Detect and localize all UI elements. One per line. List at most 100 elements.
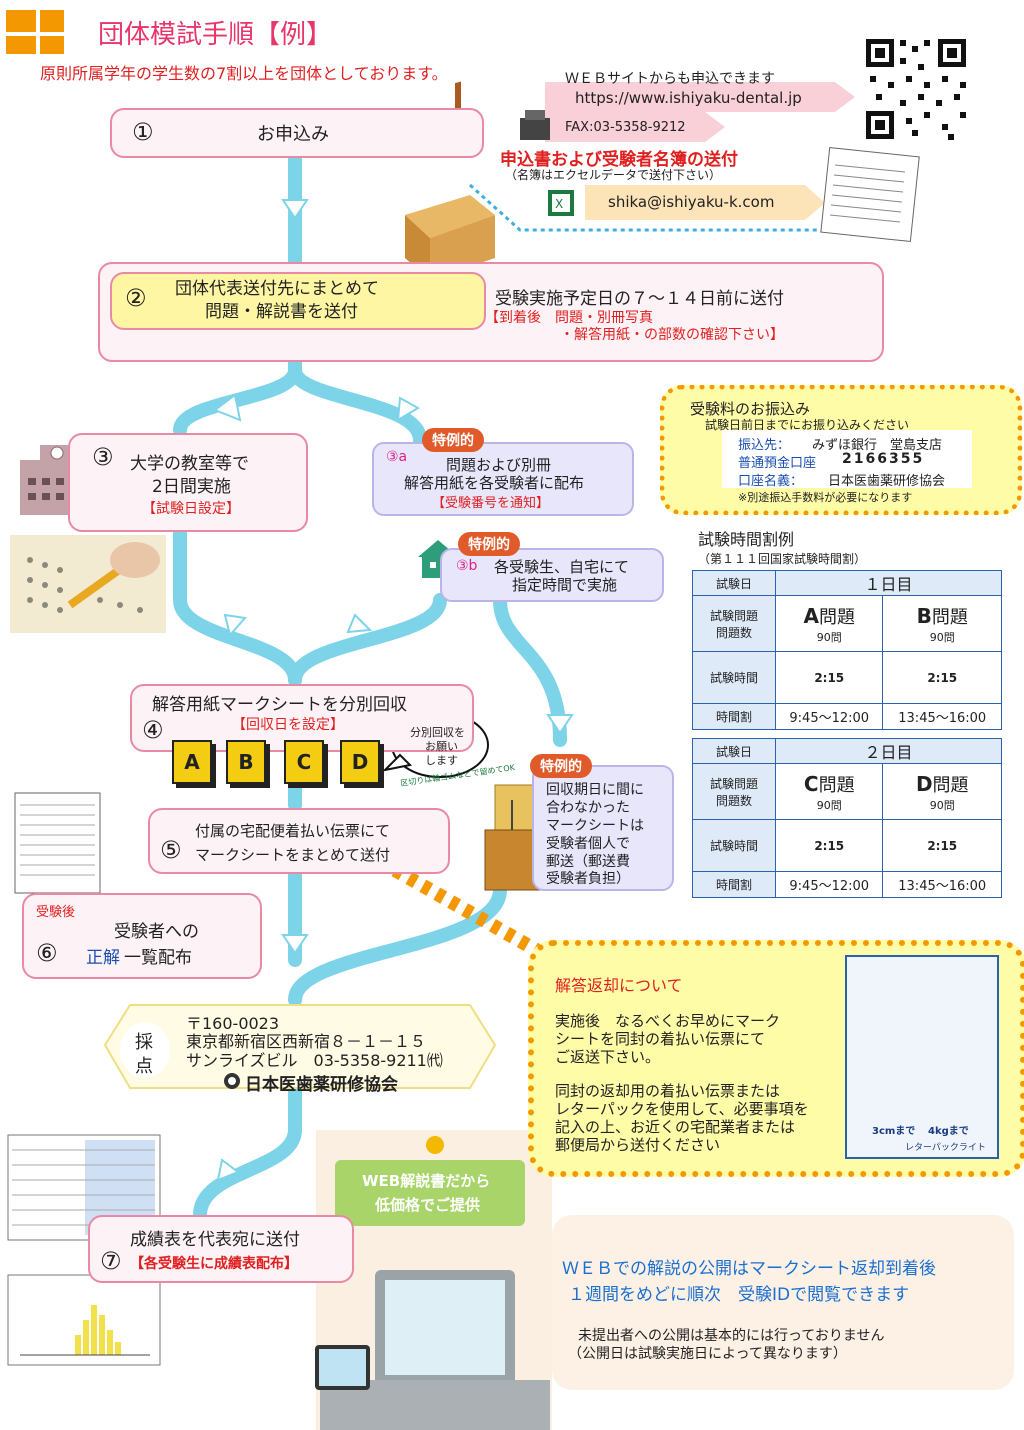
step5-box: 付属の宅配便着払い伝票にて マークシートをまとめて送付 ⑤ xyxy=(148,808,450,874)
payment-note: 試験日前日までにお振り込みください xyxy=(705,418,910,432)
step5-line2: マークシートをまとめて送付 xyxy=(195,846,391,864)
step3-line2: 2日間実施 xyxy=(152,477,231,497)
return-p4: 同封の返却用の着払い伝票または xyxy=(555,1082,781,1100)
step4-number: ④ xyxy=(142,716,164,744)
answer-list-document xyxy=(14,792,101,894)
step3a-note: 【受験番号を通知】 xyxy=(432,496,550,511)
payment-key-3: 口座名義： xyxy=(738,474,804,489)
webnote-line2: １週間をめどに順次 受験IDで閲覧できます xyxy=(568,1285,910,1305)
step3a-box: ③a 問題および別冊 解答用紙を各受験者に配布 【受験番号を通知】 xyxy=(372,442,634,516)
letterpack-brand: レターパックライト xyxy=(905,1143,986,1153)
step4-line1: 解答用紙マークシートを分別回収 xyxy=(152,695,407,715)
late-return-box: 回収期日に間に 合わなかった マークシートは 受験者個人で 郵送（郵送費 受験者… xyxy=(532,765,674,891)
payment-key-1: 振込先： xyxy=(738,438,791,453)
web-label: ＷＥＢサイトからも申込できます xyxy=(565,71,775,87)
late-return-tag: 特例的 xyxy=(530,754,592,778)
day1-row1: 試験問題問題数 xyxy=(692,595,776,652)
day1-dur-b: 2:15 xyxy=(882,651,1002,704)
step5-line1: 付属の宅配便着払い伝票にて xyxy=(195,822,391,840)
bubble-line1: 分別回収を xyxy=(410,726,465,739)
step3b-box: ③b 各受験生、自宅にて 指定時間で実施 xyxy=(440,548,664,602)
step6-box: 受験後 受験者への ⑥ 正解 一覧配布 xyxy=(22,893,262,979)
letterpack-4kg: 4kgまで xyxy=(928,1126,969,1137)
exam-photo xyxy=(10,535,166,633)
step6-line2a: 正解 xyxy=(86,948,120,968)
score-histogram xyxy=(7,1274,161,1366)
sheet-b: B xyxy=(226,740,266,784)
schedule-title: 試験時間割例 xyxy=(698,530,795,549)
step6-number: ⑥ xyxy=(36,939,58,967)
step3b-line1: 各受験生、自宅にて xyxy=(494,558,630,576)
step7-box: 成績表を代表宛に送付 ⑦ 【各受験生に成績表配布】 xyxy=(88,1215,354,1283)
send-title: 申込書および受験者名簿の送付 xyxy=(500,150,738,170)
svg-text:X: X xyxy=(555,197,563,211)
payment-info-box xyxy=(722,430,972,488)
step2-line1: 団体代表送付先にまとめて xyxy=(175,279,379,299)
flow-line-3-4 xyxy=(173,523,302,687)
letterpack-3cm: 3cmまで xyxy=(872,1126,916,1137)
step3-note: 【試験日設定】 xyxy=(142,501,240,517)
step3b-line2: 指定時間で実施 xyxy=(512,576,618,594)
email-link[interactable]: shika@ishiyaku-k.com xyxy=(608,193,775,211)
step2-note1: 受験実施予定日の７～１４日前に送付 xyxy=(495,289,784,309)
return-p5: レターパックを使用して、必要事項を xyxy=(555,1100,809,1118)
webnote-line3: 未提出者への公開は基本的には行っておりません xyxy=(578,1328,885,1344)
sheet-d: D xyxy=(340,740,380,784)
scoring-org: 日本医歯薬研修協会 xyxy=(245,1075,398,1095)
roster-document xyxy=(820,146,920,243)
qr-code xyxy=(862,35,970,143)
step7-note: 【各受験生に成績表配布】 xyxy=(130,1256,298,1272)
scoring-address: 東京都新宿区西新宿８－１－１５ xyxy=(186,1032,427,1051)
step3-number: ③ xyxy=(92,443,114,471)
return-p1: 実施後 なるべくお早めにマーク xyxy=(555,1012,781,1030)
step2-note2: 【到着後 問題・別冊写真 xyxy=(485,310,653,326)
step1-number: ① xyxy=(132,118,154,146)
day2-row3: 時間割 xyxy=(692,871,776,898)
day2-dur-c: 2:15 xyxy=(774,819,884,872)
web-url-link[interactable]: https://www.ishiyaku-dental.jp xyxy=(575,89,802,107)
return-p2: シートを同封の着払い伝票にて xyxy=(555,1030,766,1048)
step3b-number: ③b xyxy=(456,558,478,574)
web-badge-line1: WEB解説書だから xyxy=(362,1172,491,1190)
step2-number: ② xyxy=(125,284,147,312)
step3a-line2: 解答用紙を各受験者に配布 xyxy=(404,474,585,492)
excel-icon: X xyxy=(548,190,574,216)
return-p6: 記入の上、お近くの宅配業者または xyxy=(555,1118,796,1136)
page-title: 団体模試手順【例】 xyxy=(98,20,333,50)
return-title: 解答返却について xyxy=(555,976,683,995)
late-line4: 受験者個人で xyxy=(546,836,630,852)
step6-tag: 受験後 xyxy=(36,905,76,920)
page-subtitle: 原則所属学年の学生数の7割以上を団体としております。 xyxy=(40,64,448,83)
scoring-building: サンライズビル 03-5358-9211㈹ xyxy=(186,1051,443,1070)
step3a-number: ③a xyxy=(386,449,408,465)
day2-dur-d: 2:15 xyxy=(882,819,1002,872)
step2-note3: ・解答用紙・の部数の確認下さい】 xyxy=(560,327,784,343)
flow-line-3b-special xyxy=(493,593,567,747)
step4-note: 【回収日を設定】 xyxy=(232,717,344,733)
payment-title: 受験料のお振込み xyxy=(690,400,811,418)
late-line5: 郵送（郵送費 xyxy=(546,854,630,870)
fax-number: FAX:03-5358-9212 xyxy=(565,120,686,135)
flow-line-score-7 xyxy=(193,1078,302,1222)
schedule-subtitle: （第１１１回国家試験時間割） xyxy=(698,552,867,566)
step3a-line1: 問題および別冊 xyxy=(446,456,552,474)
payment-val-1: みずほ銀行 堂島支店 xyxy=(812,438,943,453)
payment-footnote: ※別途振込手数料が必要になります xyxy=(738,491,913,504)
sheet-a: A xyxy=(172,740,212,784)
day1-label: 試験日 xyxy=(692,570,776,596)
day1-slot2: 13:45～16:00 xyxy=(882,703,1002,730)
step5-number: ⑤ xyxy=(160,836,182,864)
day2-slot1: 9:45～12:00 xyxy=(774,871,884,898)
webnote-line4: （公開日は試験実施日によって異なります） xyxy=(568,1346,847,1362)
flow-line-3b-4 xyxy=(288,593,447,687)
late-line6: 受験者負担） xyxy=(546,871,630,887)
step3a-tag: 特例的 xyxy=(422,428,484,452)
day2-label: 試験日 xyxy=(692,738,776,764)
bubble-line3: します xyxy=(425,754,458,767)
step6-line2b: 一覧配布 xyxy=(124,948,192,968)
step7-line1: 成績表を代表宛に送付 xyxy=(130,1230,300,1250)
step7-number: ⑦ xyxy=(100,1247,122,1275)
